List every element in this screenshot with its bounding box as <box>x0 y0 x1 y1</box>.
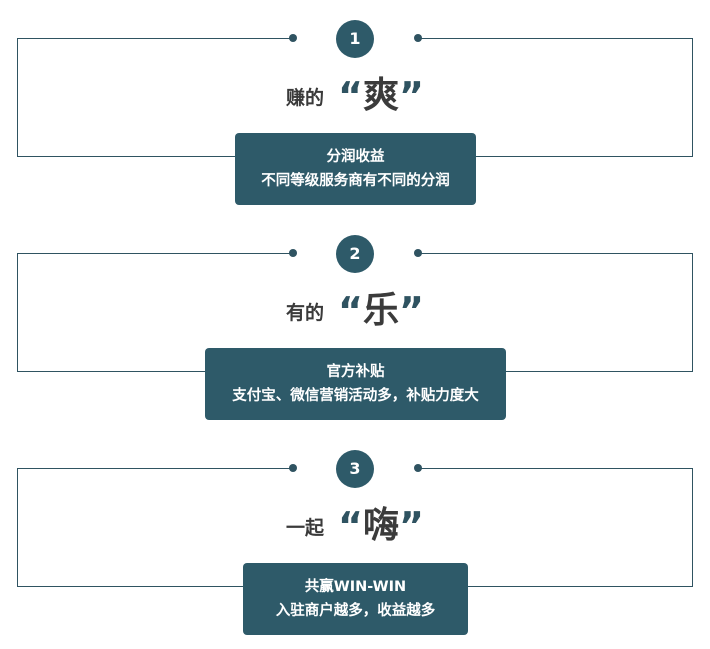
step-headline: 一起 “ 嗨 ” <box>0 496 710 548</box>
close-quote: ” <box>399 504 424 548</box>
headline-prefix: 一起 <box>286 517 325 539</box>
open-quote: “ <box>338 289 363 333</box>
open-quote: “ <box>338 74 363 118</box>
box-subtitle: 支付宝、微信营销活动多，补贴力度大 <box>232 388 479 404</box>
step-description-box: 分润收益 不同等级服务商有不同的分润 <box>235 133 476 205</box>
headline-keyword: 爽 <box>363 75 400 116</box>
connector-dot-left <box>289 34 297 42</box>
connector-dot-right <box>414 464 422 472</box>
headline-keyword: 乐 <box>363 290 400 331</box>
box-title: 官方补贴 <box>326 364 385 380</box>
step-block-3: 3 一起 “ 嗨 ” 共赢WIN-WIN 入驻商户越多，收益越多 <box>0 430 710 645</box>
box-title: 共赢WIN-WIN <box>304 579 407 595</box>
headline-prefix: 赚的 <box>286 87 325 109</box>
connector-dot-right <box>414 249 422 257</box>
open-quote: “ <box>338 504 363 548</box>
close-quote: ” <box>399 74 424 118</box>
connector-dot-right <box>414 34 422 42</box>
connector-dot-left <box>289 249 297 257</box>
box-subtitle: 不同等级服务商有不同的分润 <box>261 173 450 189</box>
step-number-badge: 3 <box>336 450 374 488</box>
step-headline: 赚的 “ 爽 ” <box>0 66 710 118</box>
step-number-badge: 2 <box>336 235 374 273</box>
step-description-box: 共赢WIN-WIN 入驻商户越多，收益越多 <box>243 563 468 635</box>
step-headline: 有的 “ 乐 ” <box>0 281 710 333</box>
headline-prefix: 有的 <box>286 302 325 324</box>
step-description-box: 官方补贴 支付宝、微信营销活动多，补贴力度大 <box>205 348 506 420</box>
box-title: 分润收益 <box>326 149 385 165</box>
box-subtitle: 入驻商户越多，收益越多 <box>275 603 436 619</box>
step-block-1: 1 赚的 “ 爽 ” 分润收益 不同等级服务商有不同的分润 <box>0 0 710 215</box>
step-block-2: 2 有的 “ 乐 ” 官方补贴 支付宝、微信营销活动多，补贴力度大 <box>0 215 710 430</box>
close-quote: ” <box>399 289 424 333</box>
connector-dot-left <box>289 464 297 472</box>
step-number-badge: 1 <box>336 20 374 58</box>
headline-keyword: 嗨 <box>363 505 400 546</box>
